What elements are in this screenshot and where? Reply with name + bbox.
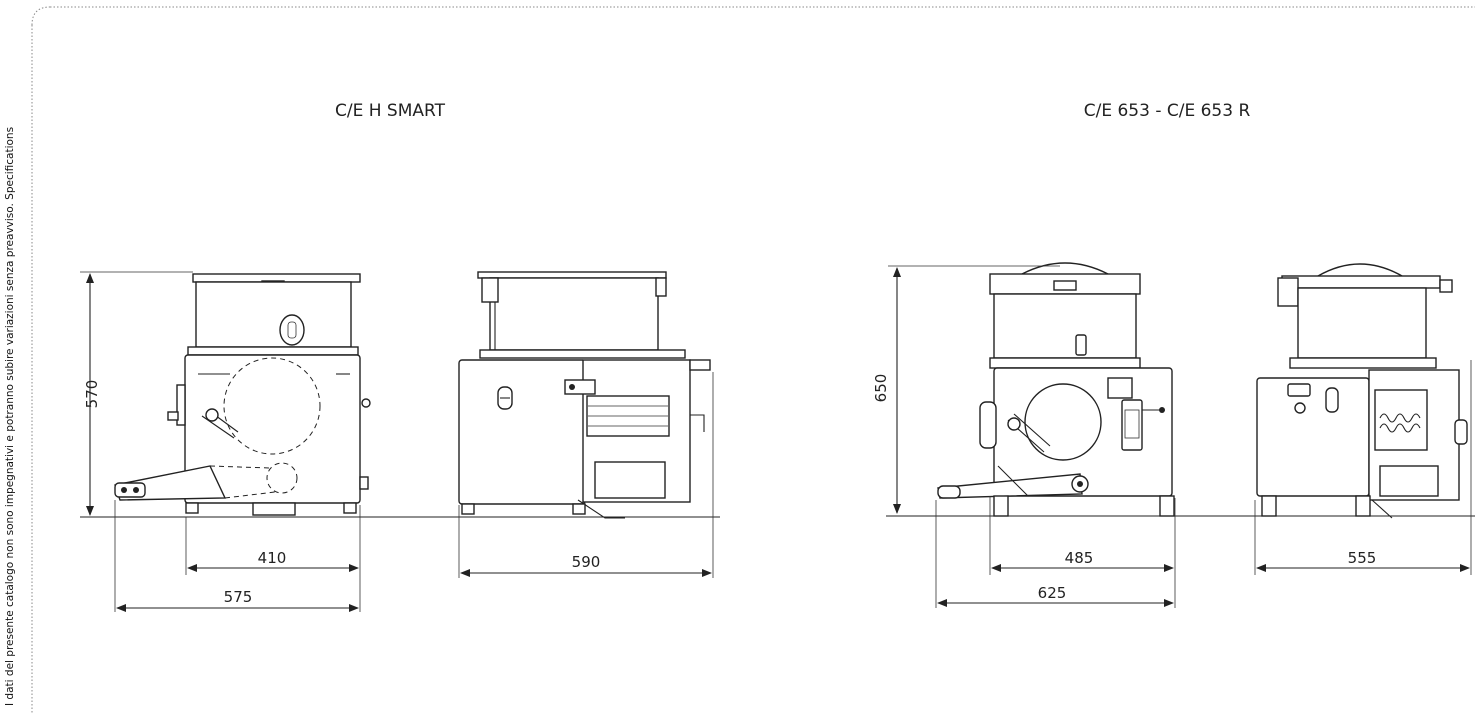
smart-overall-width-label: 575 (224, 588, 253, 606)
disclaimer-text: I dati del presente catalogo non sono im… (4, 126, 16, 706)
smart-side-view (458, 271, 711, 519)
smart-front-view (114, 273, 371, 516)
model-title-smart: C/E H SMART (335, 101, 446, 121)
smart-height-label: 570 (83, 380, 101, 409)
smart-front-width-label: 410 (258, 549, 287, 567)
model-title-653: C/E 653 - C/E 653 R (1084, 101, 1251, 121)
653-dimension-lines (886, 265, 1475, 608)
653-front-width-label: 485 (1065, 549, 1094, 567)
653-height-label: 650 (872, 374, 890, 403)
653-side-width-label: 555 (1348, 549, 1377, 567)
page-frame (31, 6, 1475, 713)
653-overall-width-label: 625 (1038, 584, 1067, 602)
smart-dimension-lines (80, 271, 720, 612)
653-side-view (1256, 263, 1468, 519)
653-front-view (937, 262, 1175, 517)
smart-side-width-label: 590 (572, 553, 601, 571)
